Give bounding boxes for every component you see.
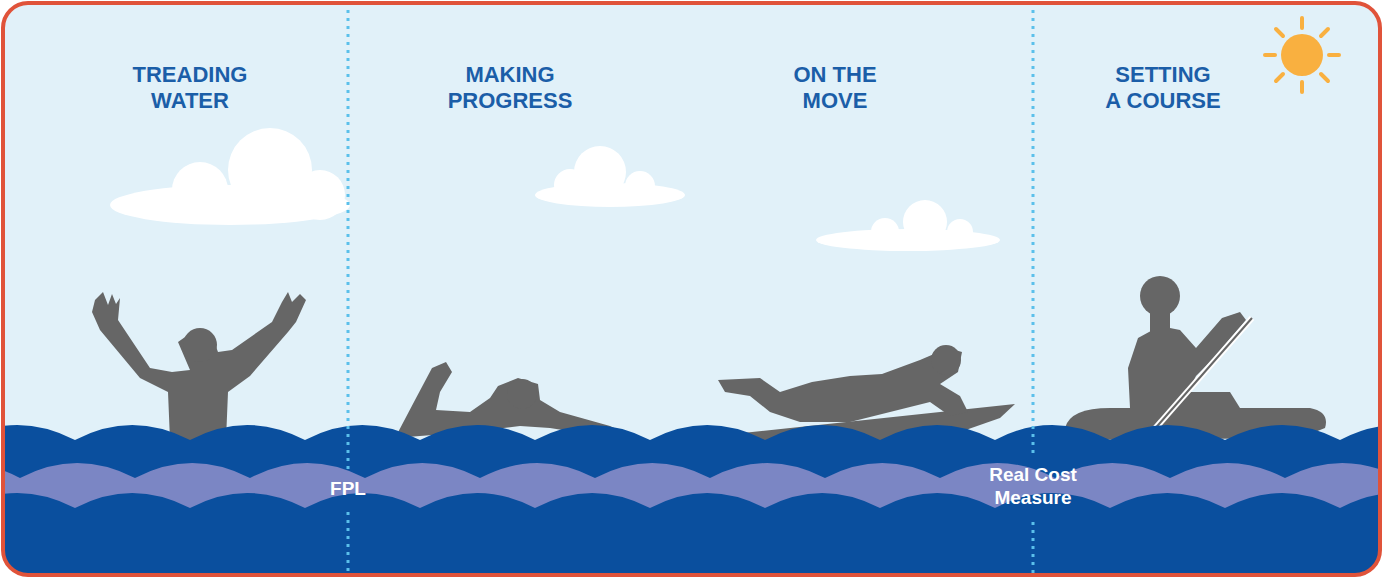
stage-heading: TREADING WATER xyxy=(115,62,265,115)
threshold-label: FPL xyxy=(308,478,388,501)
oar xyxy=(1145,318,1252,440)
sun xyxy=(1265,18,1339,92)
cloud xyxy=(110,128,350,225)
stage-heading: SETTING A COURSE xyxy=(1098,62,1228,115)
wave xyxy=(4,493,1379,574)
figure xyxy=(92,276,1326,446)
stage-heading: MAKING PROGRESS xyxy=(435,62,585,115)
cloud xyxy=(535,146,685,207)
cloud xyxy=(816,200,1000,251)
oar xyxy=(1145,318,1252,440)
stage-heading: ON THE MOVE xyxy=(778,62,893,115)
threshold-label: Real Cost Measure xyxy=(976,464,1091,510)
wave xyxy=(4,463,1379,574)
divider-line xyxy=(348,10,1033,574)
frame-border xyxy=(3,3,1380,575)
wave xyxy=(4,425,1379,574)
